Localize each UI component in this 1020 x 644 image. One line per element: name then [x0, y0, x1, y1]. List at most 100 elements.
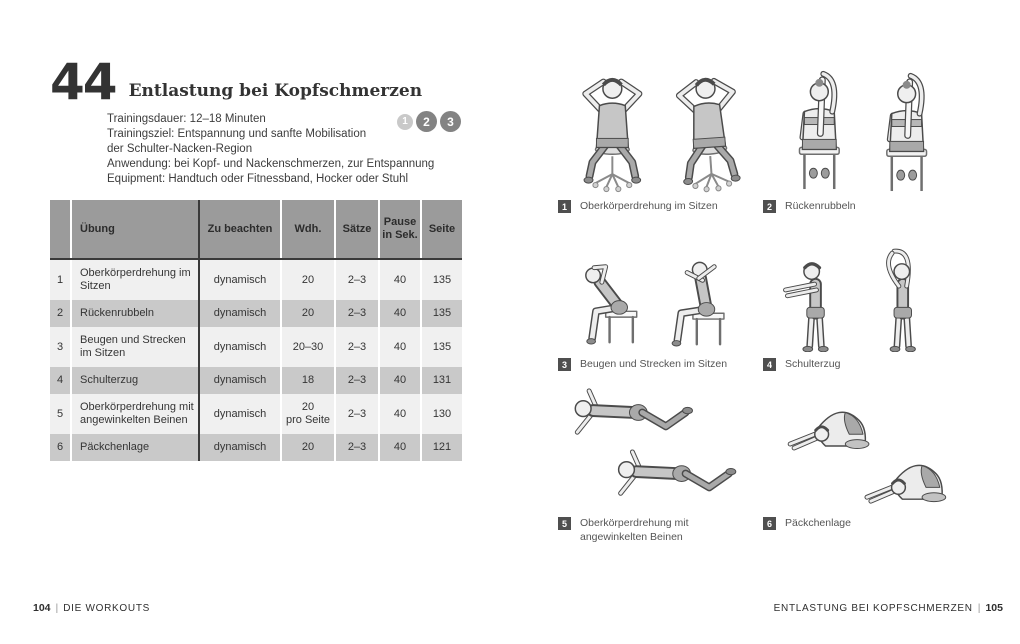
workout-number: 44	[50, 53, 118, 111]
figure-label: Beugen und Strecken im Sitzen	[580, 358, 728, 370]
header-wdh: Wdh.	[282, 200, 334, 258]
exercise-figure-1: 1 Oberkörperdrehung im Sitzen	[558, 60, 760, 213]
row-uebung: Rückenrubbeln	[72, 300, 198, 327]
figure-label: Oberkörperdrehung im Sitzen	[580, 200, 718, 212]
exercise-table: Übung Zu beachten Wdh. Sätze Pause in Se…	[50, 200, 462, 461]
difficulty-level-1: 1	[397, 113, 413, 130]
exercise-figure-6: 6 Päckchenlage	[763, 383, 965, 530]
training-detail-line: Trainingsdauer: 12–18 Minuten	[107, 113, 266, 125]
exercise-1-illustration	[558, 60, 760, 194]
row-zu-beachten: dynamisch	[200, 300, 280, 327]
row-seite: 135	[422, 260, 462, 300]
figure-number-badge: 1	[558, 200, 571, 213]
right-section-title: ENTLASTUNG BEI KOPFSCHMERZEN	[773, 603, 973, 614]
row-uebung: Oberkörperdrehung mit angewinkelten Bein…	[72, 394, 198, 434]
training-detail-line: Anwendung: bei Kopf- und Nackenschmerzen…	[107, 158, 435, 170]
figure-label: Rückenrubbeln	[785, 200, 856, 212]
exercise-5-illustration	[558, 383, 760, 511]
figure-caption: 2 Rückenrubbeln	[763, 199, 965, 213]
figure-label: Päckchenlage	[785, 517, 851, 529]
row-saetze: 2–3	[336, 327, 378, 367]
exercise-figure-2: 2 Rückenrubbeln	[763, 60, 965, 213]
footer-divider: |	[977, 602, 981, 614]
row-pause: 40	[380, 394, 420, 434]
left-section-title: DIE WORKOUTS	[63, 603, 151, 614]
row-uebung: Päckchenlage	[72, 434, 198, 461]
figure-caption: 3 Beugen und Strecken im Sitzen	[558, 357, 760, 371]
left-page: 44 Entlastung bei Kopfschmerzen Training…	[50, 53, 470, 461]
row-uebung: Schulterzug	[72, 367, 198, 394]
header-seite: Seite	[422, 200, 462, 258]
row-num: 3	[50, 327, 70, 367]
row-wdh: 20	[282, 300, 334, 327]
row-num: 6	[50, 434, 70, 461]
row-uebung: Beugen und Strecken im Sitzen	[72, 327, 198, 367]
row-saetze: 2–3	[336, 367, 378, 394]
header-pause: Pause in Sek.	[380, 200, 420, 258]
row-wdh: 20 pro Seite	[282, 394, 334, 434]
figure-label: Schulterzug	[785, 358, 841, 370]
header-saetze: Sätze	[336, 200, 378, 258]
header-num	[50, 200, 70, 258]
row-saetze: 2–3	[336, 300, 378, 327]
training-detail-line: der Schulter-Nacken-Region	[107, 143, 253, 155]
figure-caption: 5 Oberkörperdrehung mit angewinkelten Be…	[558, 516, 760, 544]
figure-number-badge: 4	[763, 358, 776, 371]
row-wdh: 18	[282, 367, 334, 394]
table-vertical-rule	[198, 200, 200, 461]
training-detail-line: Trainingsziel: Entspannung und sanfte Mo…	[107, 128, 367, 140]
exercise-figure-5: 5 Oberkörperdrehung mit angewinkelten Be…	[558, 383, 760, 544]
exercise-figure-4: 4 Schulterzug	[763, 226, 965, 371]
row-num: 2	[50, 300, 70, 327]
exercise-2-illustration	[763, 60, 965, 194]
row-pause: 40	[380, 367, 420, 394]
training-details: Trainingsdauer: 12–18 Minuten Trainingsz…	[107, 112, 452, 187]
header-uebung: Übung	[72, 200, 198, 258]
right-page-number: 105	[985, 602, 1003, 614]
header-zu-beachten: Zu beachten	[200, 200, 280, 258]
row-zu-beachten: dynamisch	[200, 434, 280, 461]
row-wdh: 20–30	[282, 327, 334, 367]
exercise-3-illustration	[558, 226, 760, 352]
table-row: 3 Beugen und Strecken im Sitzen dynamisc…	[50, 327, 462, 367]
row-seite: 121	[422, 434, 462, 461]
figure-label: Oberkörperdrehung mit angewinkelten Bein…	[580, 517, 689, 543]
footer-left: 104|DIE WORKOUTS	[33, 602, 150, 614]
row-seite: 135	[422, 300, 462, 327]
row-pause: 40	[380, 300, 420, 327]
figure-number-badge: 6	[763, 517, 776, 530]
exercise-6-illustration	[763, 383, 965, 511]
exercise-figure-3: 3 Beugen und Strecken im Sitzen	[558, 226, 760, 371]
figure-number-badge: 5	[558, 517, 571, 530]
row-wdh: 20	[282, 260, 334, 300]
row-saetze: 2–3	[336, 394, 378, 434]
row-num: 4	[50, 367, 70, 394]
figure-number-badge: 2	[763, 200, 776, 213]
figure-number-badge: 3	[558, 358, 571, 371]
row-seite: 135	[422, 327, 462, 367]
row-num: 5	[50, 394, 70, 434]
table-header-row: Übung Zu beachten Wdh. Sätze Pause in Se…	[50, 200, 462, 260]
table-row: 6 Päckchenlage dynamisch 20 2–3 40 121	[50, 434, 462, 461]
figure-caption: 4 Schulterzug	[763, 357, 965, 371]
row-saetze: 2–3	[336, 260, 378, 300]
row-uebung: Oberkörperdrehung im Sitzen	[72, 260, 198, 300]
row-zu-beachten: dynamisch	[200, 260, 280, 300]
training-detail-line: Equipment: Handtuch oder Fitnessband, Ho…	[107, 173, 409, 185]
row-zu-beachten: dynamisch	[200, 394, 280, 434]
row-seite: 131	[422, 367, 462, 394]
row-pause: 40	[380, 260, 420, 300]
row-zu-beachten: dynamisch	[200, 367, 280, 394]
workout-header: 44 Entlastung bei Kopfschmerzen	[50, 53, 470, 111]
row-num: 1	[50, 260, 70, 300]
table-row: 1 Oberkörperdrehung im Sitzen dynamisch …	[50, 260, 462, 300]
page-title: Entlastung bei Kopfschmerzen	[128, 81, 423, 101]
row-pause: 40	[380, 434, 420, 461]
table-row: 5 Oberkörperdrehung mit angewinkelten Be…	[50, 394, 462, 434]
exercise-4-illustration	[763, 226, 965, 352]
footer-divider: |	[55, 602, 59, 614]
row-wdh: 20	[282, 434, 334, 461]
row-seite: 130	[422, 394, 462, 434]
difficulty-indicator: 1 2 3	[394, 111, 461, 132]
difficulty-level-3: 3	[440, 111, 461, 132]
